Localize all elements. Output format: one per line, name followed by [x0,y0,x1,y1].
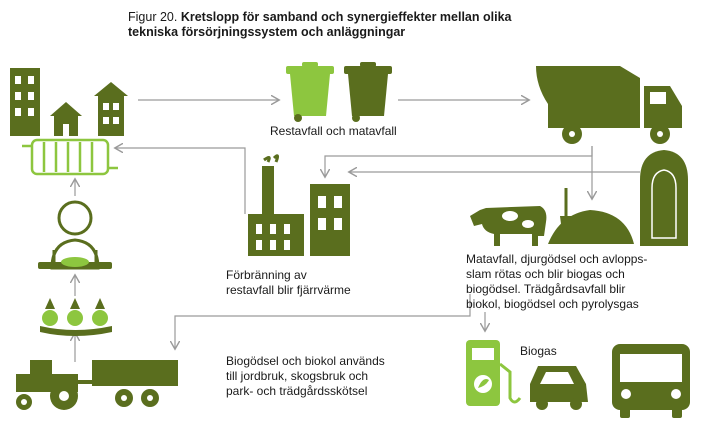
crops-icon [40,298,112,336]
garbage-truck-icon [536,66,682,144]
bus-icon [612,344,690,418]
farming-label-line3: park- och trädgårdsskötsel [226,384,368,398]
farming-label-line1: Biogödsel och biokol används [226,354,385,368]
figure-number: Figur 20. [128,10,178,24]
biogas-plant-label-line1: Matavfall, djurgödsel och avlopps- [466,252,648,266]
figure-title-line2: tekniska försörjningssystem och anläggni… [128,25,406,39]
radiator-icon [22,138,118,176]
biogas-label: Biogas [520,344,557,358]
incineration-label: Förbränning av restavfall blir fjärrvärm… [226,268,351,298]
car-icon [530,366,588,410]
food-waste-bin-icon [286,62,334,122]
figure-title: Figur 20. Kretslopp för samband och syne… [128,10,598,40]
arrow-incineration-to-radiator [116,148,246,214]
residual-waste-bin-icon [344,62,392,122]
biogas-plant-label-line3: biogödsel. Trädgårdsavfall blir [466,282,626,296]
incineration-label-line2: restavfall blir fjärrvärme [226,283,351,297]
flow-arrows [75,100,640,362]
buildings-icon [10,68,128,136]
bins-label: Restavfall och matavfall [270,124,397,138]
silo-icon [640,150,688,246]
cow-icon [470,206,547,246]
biogas-plant-label: Matavfall, djurgödsel och avlopps- slam … [466,252,647,312]
tractor-icon [16,360,178,410]
fuel-pump-icon [466,340,522,406]
farming-label-line2: till jordbruk, skogsbruk och [226,369,369,383]
incineration-plant-icon [248,154,350,256]
arrow-biogas-plant-to-farming [175,294,471,348]
biogas-plant-label-line4: biokol, biogödsel och pyrolysgas [466,297,639,311]
incineration-label-line1: Förbränning av [226,268,307,282]
figure-title-line1: Kretslopp för samband och synergieffekte… [180,10,512,24]
farming-label: Biogödsel och biokol används till jordbr… [226,354,385,399]
biogas-plant-label-line2: slam rötas och blir biogas och [466,267,625,281]
compost-icon [548,188,634,244]
eating-person-icon [38,200,112,270]
